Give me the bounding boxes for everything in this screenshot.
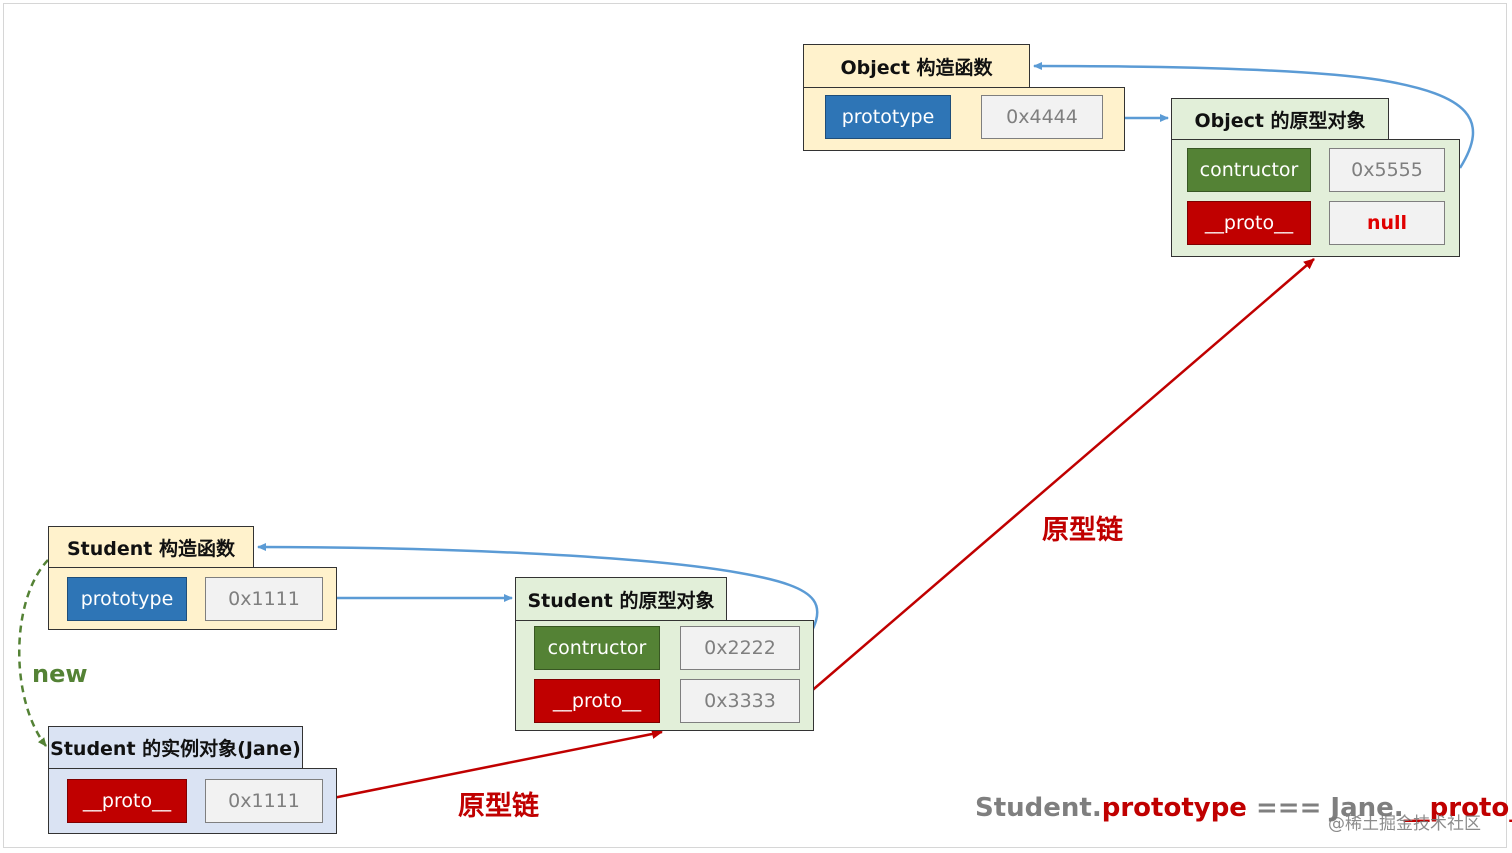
student-proto-constructor-value: 0x2222 — [680, 626, 800, 670]
instance-proto-cell[interactable]: __proto__ — [67, 779, 187, 823]
student-constructor-title: Student 构造函数 — [48, 526, 254, 568]
object-proto-proto-cell[interactable]: __proto__ — [1187, 201, 1311, 245]
equation-part-jane: === Jane. — [1246, 793, 1404, 823]
arrow-chain-lower — [322, 729, 663, 802]
equation-part-student: Student. — [975, 793, 1102, 823]
watermark: @稀土掘金技术社区 — [1328, 814, 1481, 834]
slide-frame — [3, 3, 1507, 848]
arrow-object-constructor-ref — [1033, 62, 1475, 169]
prototype-chain-label-upper: 原型链 — [1042, 515, 1123, 546]
student-proto-proto-value: 0x3333 — [680, 679, 800, 723]
arrow-student-constructor-ref — [257, 543, 819, 649]
equation-part-proto: __proto__ — [1403, 793, 1512, 823]
instance-proto-value: 0x1111 — [205, 779, 323, 823]
instance-title: Student 的实例对象(Jane) — [48, 726, 303, 769]
object-prototype-cell[interactable]: prototype — [825, 95, 951, 139]
arrow-chain-upper — [800, 258, 1315, 701]
new-label: new — [32, 660, 88, 688]
student-proto-proto-cell[interactable]: __proto__ — [534, 679, 660, 723]
equation-part-prototype: prototype — [1101, 793, 1247, 823]
student-prototype-object-title: Student 的原型对象 — [515, 577, 727, 621]
equation: Student.prototype === Jane.__proto__ — [975, 793, 1512, 823]
student-proto-constructor-cell[interactable]: contructor — [534, 626, 660, 670]
object-proto-proto-value: null — [1329, 201, 1445, 245]
student-prototype-value: 0x1111 — [205, 577, 323, 621]
object-proto-constructor-cell[interactable]: contructor — [1187, 148, 1311, 192]
arrow-new — [18, 559, 49, 747]
student-prototype-cell[interactable]: prototype — [67, 577, 187, 621]
object-prototype-object-title: Object 的原型对象 — [1171, 98, 1389, 140]
object-constructor-title: Object 构造函数 — [803, 44, 1030, 88]
object-proto-constructor-value: 0x5555 — [1329, 148, 1445, 192]
prototype-chain-label-lower: 原型链 — [458, 791, 539, 822]
object-prototype-value: 0x4444 — [981, 95, 1103, 139]
